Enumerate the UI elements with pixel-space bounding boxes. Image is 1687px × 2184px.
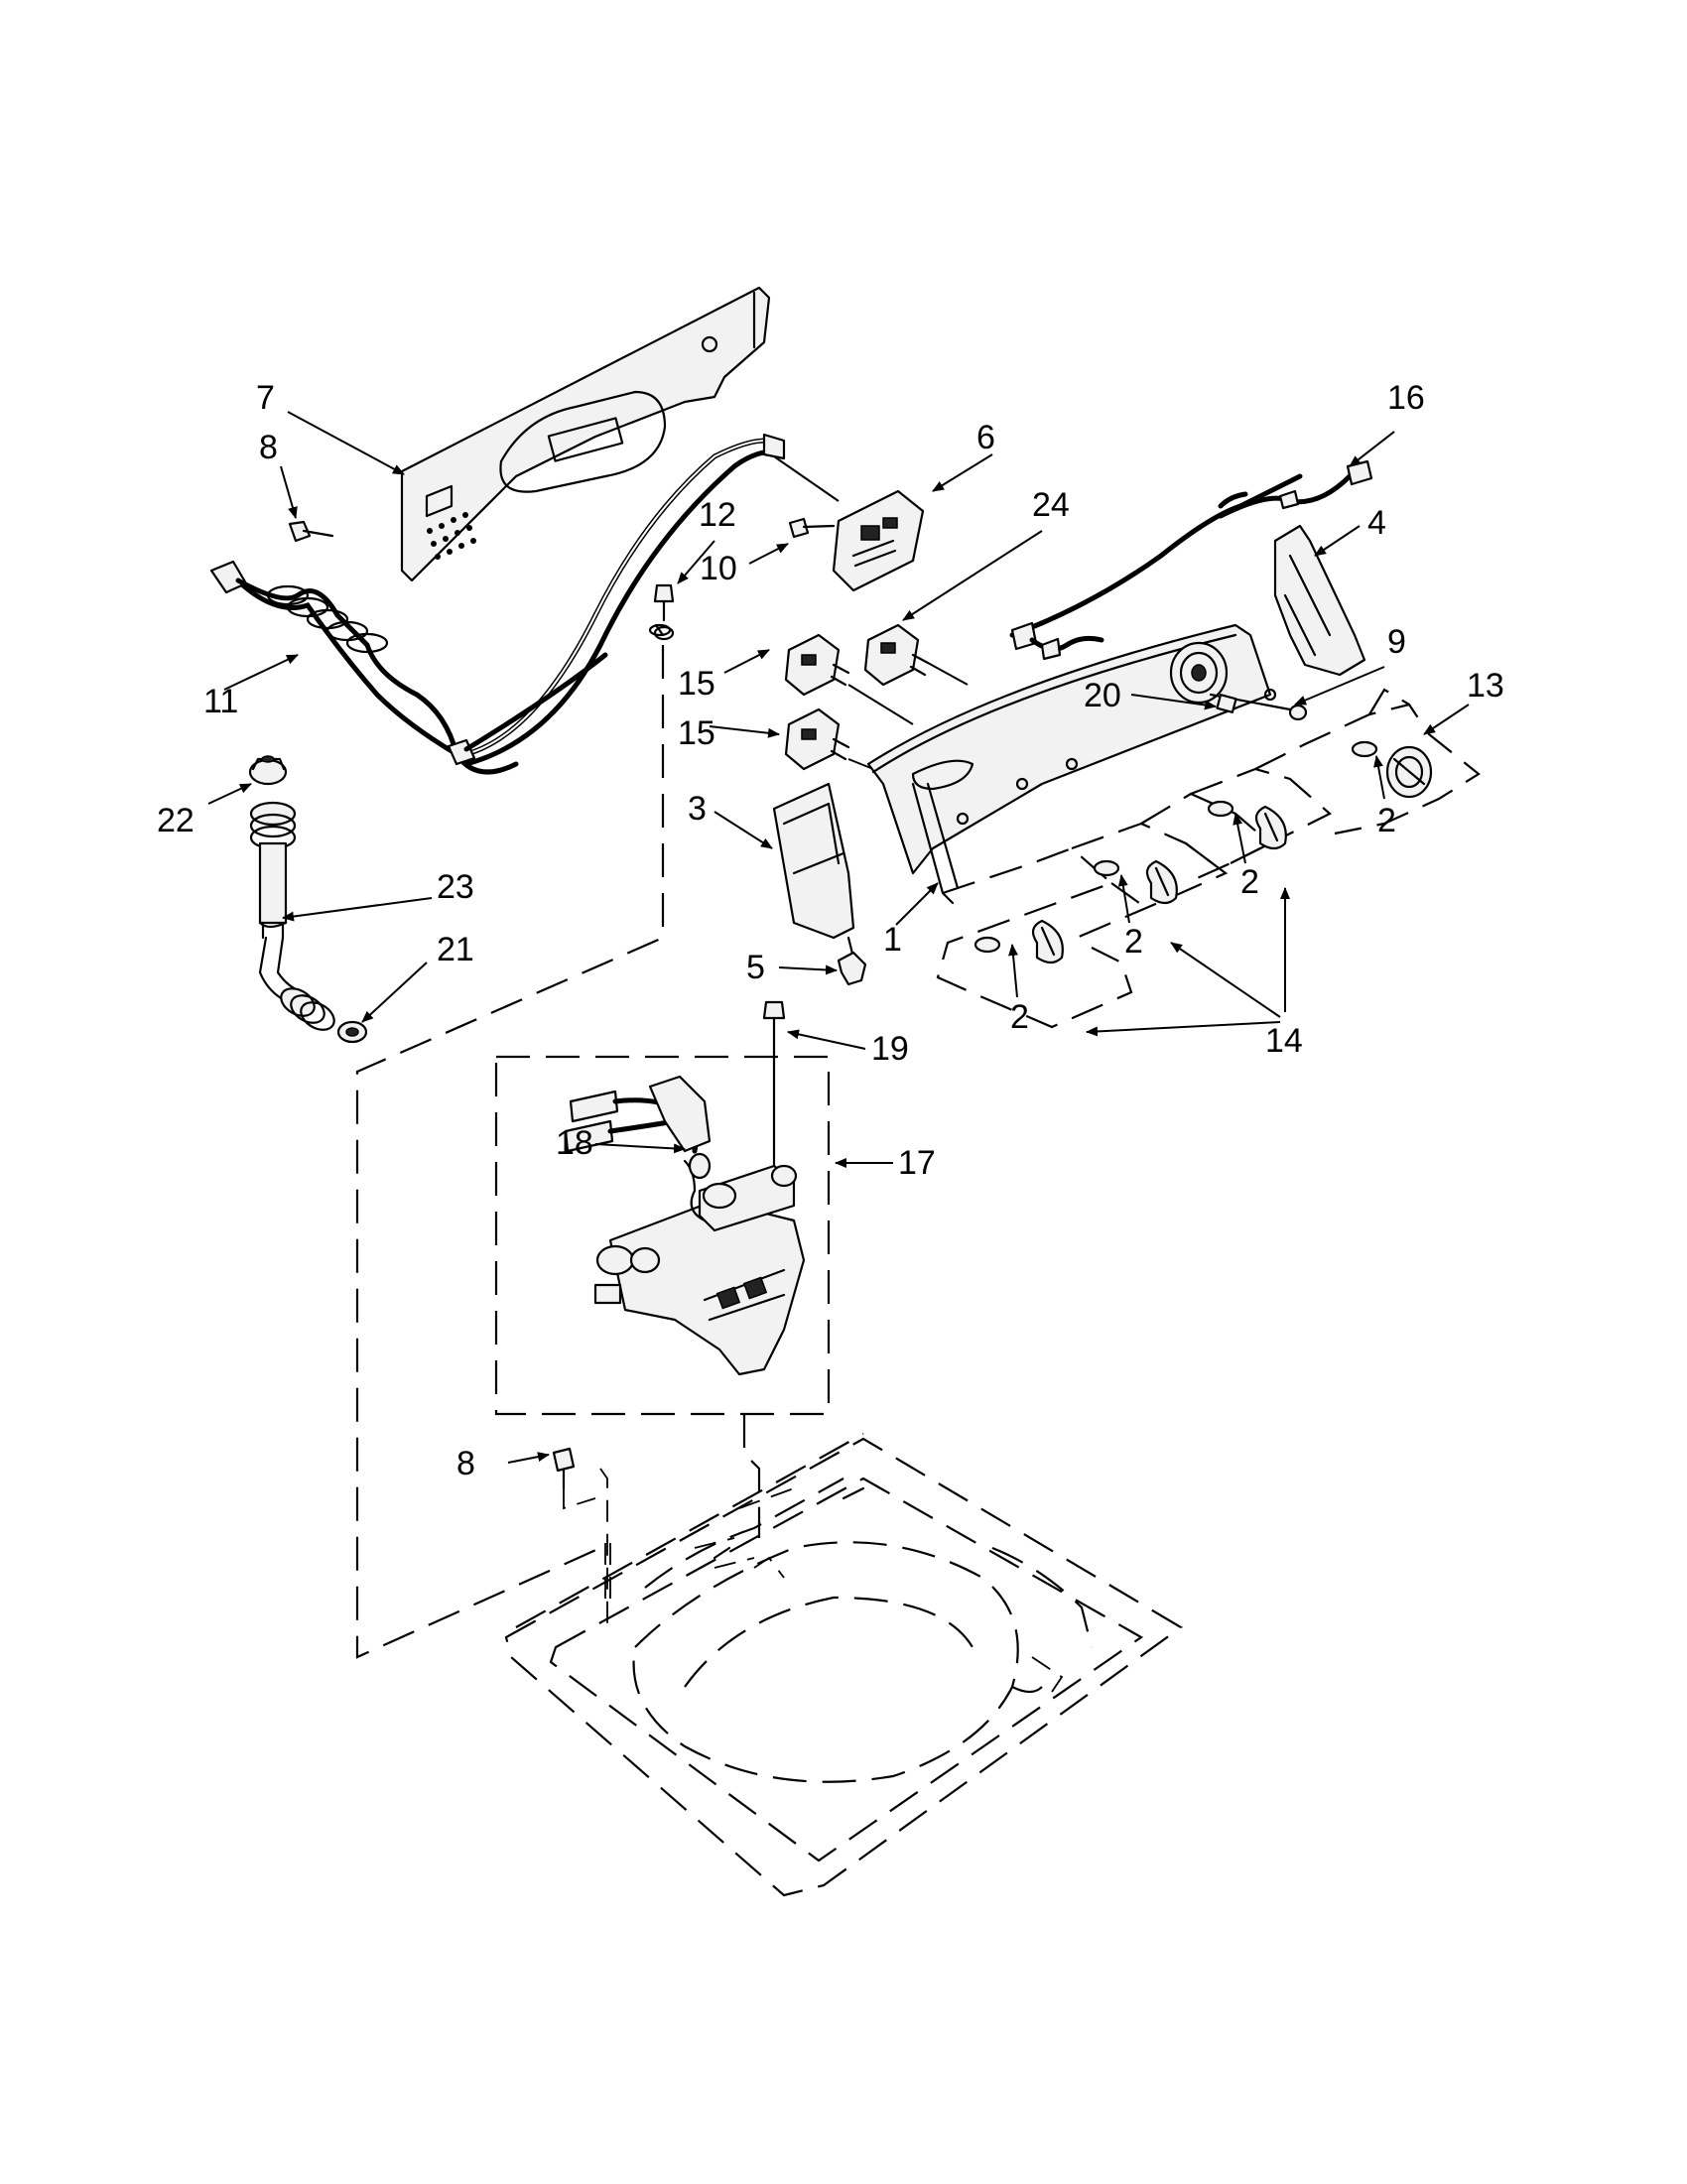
callout-17: 17 xyxy=(898,1144,936,1182)
callout-8-lower: 8 xyxy=(456,1445,475,1482)
screw-lower xyxy=(552,1447,608,1627)
callout-19: 19 xyxy=(871,1030,909,1068)
dispenser-box xyxy=(494,1055,831,1416)
screw-upper xyxy=(288,520,334,543)
knob-13 xyxy=(1351,740,1433,799)
leader-lines xyxy=(207,411,1470,1464)
callout-2-a: 2 xyxy=(1010,998,1029,1036)
callout-5: 5 xyxy=(746,949,765,986)
knob-assembly-group xyxy=(936,688,1481,1029)
console-panel xyxy=(866,623,1277,905)
dispenser-assembly xyxy=(564,1050,806,1376)
power-cord xyxy=(209,433,786,775)
callout-21: 21 xyxy=(437,931,474,968)
switch-15-lower xyxy=(784,707,850,771)
console-back-panel xyxy=(400,286,771,582)
callout-24: 24 xyxy=(1032,486,1070,524)
inlet-screen xyxy=(248,755,288,786)
clip xyxy=(837,951,867,986)
switch-15-upper xyxy=(784,633,850,697)
valve-solenoid xyxy=(593,1244,661,1305)
callout-6: 6 xyxy=(976,419,995,456)
wire-harness xyxy=(1009,459,1373,661)
callout-18: 18 xyxy=(556,1124,593,1162)
callout-9: 9 xyxy=(1387,623,1406,661)
callout-10: 10 xyxy=(700,550,737,587)
ground-screw xyxy=(653,583,675,641)
callout-13: 13 xyxy=(1467,667,1504,705)
callout-1: 1 xyxy=(883,921,902,959)
callout-11: 11 xyxy=(203,683,238,720)
board-screw xyxy=(788,517,836,539)
control-board xyxy=(773,455,925,592)
callout-14: 14 xyxy=(1265,1022,1303,1060)
switch-24 xyxy=(863,623,930,687)
cord-coil xyxy=(266,584,389,654)
callout-2-d: 2 xyxy=(1377,802,1396,839)
callout-3: 3 xyxy=(688,790,707,828)
callout-15-upper: 15 xyxy=(678,714,715,752)
fill-hose-assembly xyxy=(248,755,368,1044)
hose-coupling xyxy=(280,987,335,1031)
callout-12: 12 xyxy=(699,496,736,534)
knob-2 xyxy=(1093,859,1178,905)
screw-19 xyxy=(762,1000,786,1054)
knob-1 xyxy=(973,919,1064,964)
callout-8-upper: 8 xyxy=(259,429,278,466)
timer-shaft xyxy=(1209,693,1308,721)
callout-23: 23 xyxy=(437,868,474,906)
end-cap-right xyxy=(1273,524,1366,677)
callout-2-b: 2 xyxy=(1124,923,1143,961)
callout-labels: 7 8 11 12 6 10 24 16 4 9 20 13 15 15 3 1… xyxy=(157,379,1504,1482)
knob-3 xyxy=(1207,800,1287,850)
hose-washer xyxy=(336,1020,368,1044)
callout-22: 22 xyxy=(157,802,195,839)
callout-2-c: 2 xyxy=(1240,863,1259,901)
end-cap-left xyxy=(772,782,855,960)
callout-16: 16 xyxy=(1387,379,1425,417)
callout-20: 20 xyxy=(1084,677,1121,714)
callout-15-lower: 15 xyxy=(678,665,715,703)
callout-7: 7 xyxy=(256,379,275,417)
timer-knob-hub xyxy=(1169,641,1229,705)
washer-top xyxy=(504,1433,1184,1897)
callout-4: 4 xyxy=(1367,504,1386,542)
